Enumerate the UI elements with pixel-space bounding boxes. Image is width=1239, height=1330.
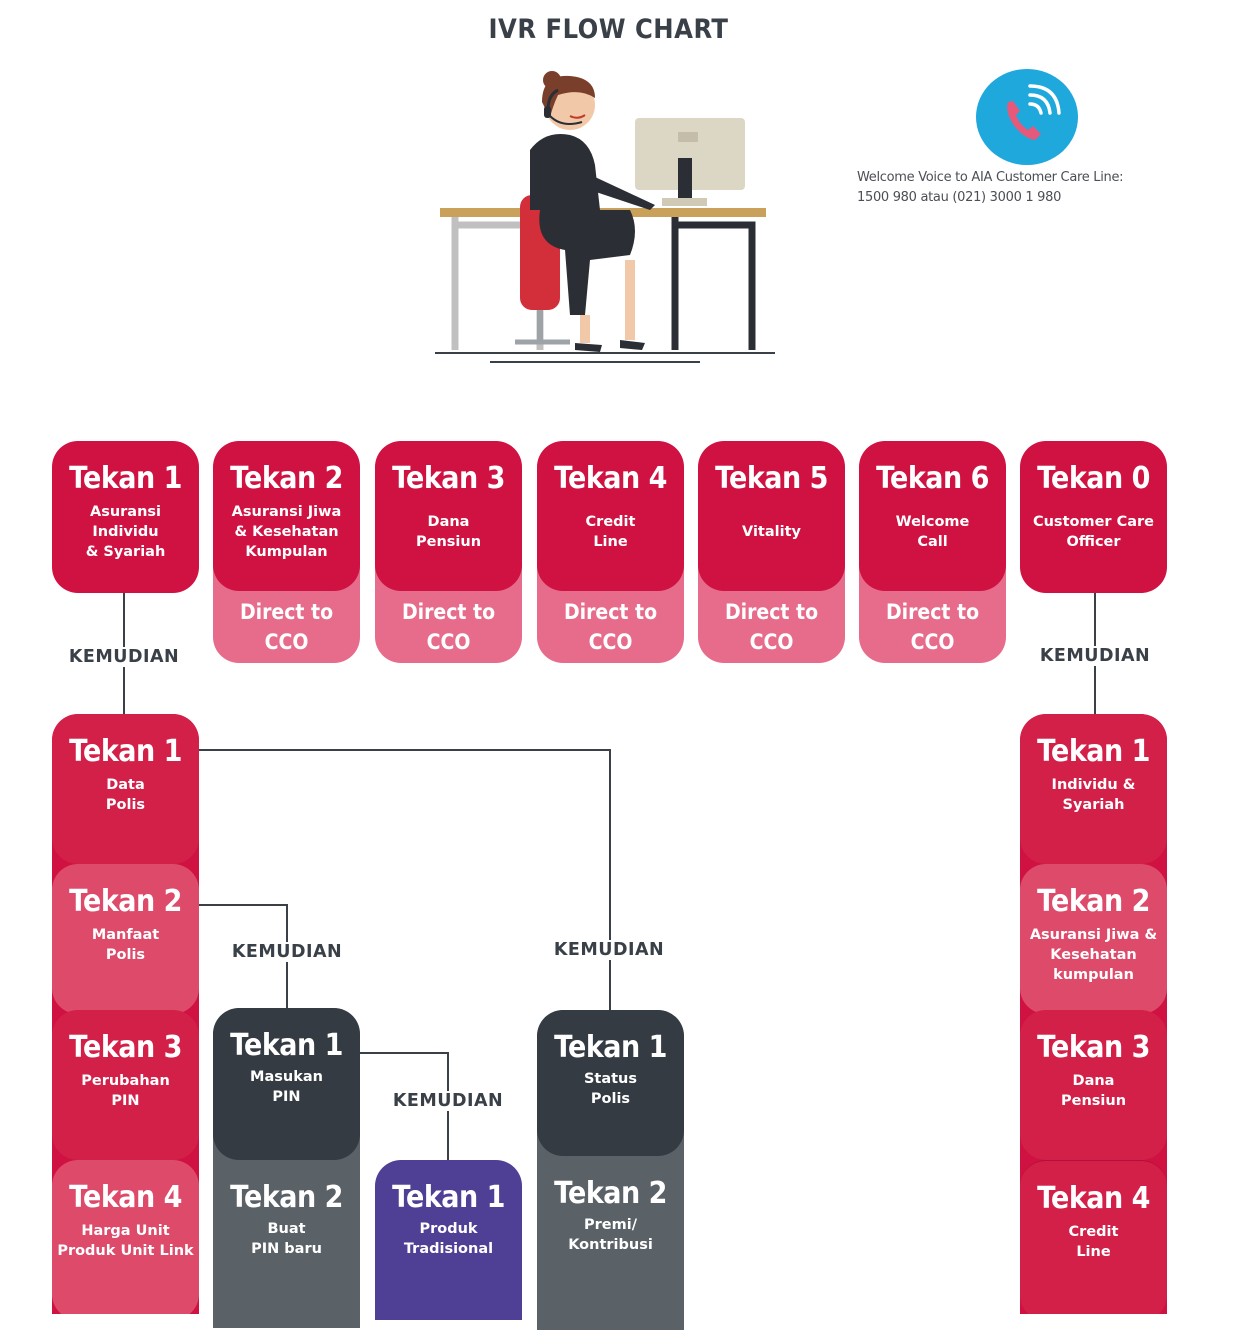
cco-option-2[interactable]: Tekan 2 Asuransi Jiwa & Kesehatan kumpul… (1020, 864, 1167, 1014)
menu-label: Status Polis (583, 1071, 638, 1107)
welcome-line-2: 1500 980 atau (021) 3000 1 980 (857, 190, 1062, 205)
menu-key: Tekan 0 (1037, 461, 1150, 496)
direct-to-cco: Direct to CCO (239, 600, 334, 654)
individu-option-3[interactable]: Tekan 3 Perubahan PIN (52, 1010, 199, 1160)
welcome-text: Welcome Voice to AIA Customer Care Line:… (857, 168, 1124, 208)
phone-ringing-icon (976, 69, 1078, 165)
menu-label: Asuransi Jiwa & Kesehatan Kumpulan (231, 504, 342, 560)
menu-card-tekan-6[interactable]: Tekan 6 Welcome Call Direct to CCO (859, 441, 1006, 663)
status-submenu: Tekan 1 Status Polis Tekan 2 Premi/ Kont… (537, 1010, 684, 1330)
cco-option-3[interactable]: Tekan 3 Dana Pensiun (1020, 1010, 1167, 1160)
cco-option-4[interactable]: Tekan 4 Credit Line (1020, 1160, 1167, 1314)
cco-option-1[interactable]: Tekan 1 Individu & Syariah (1020, 714, 1167, 864)
produk-submenu[interactable]: Tekan 1 Produk Tradisional (375, 1160, 522, 1320)
menu-key: Tekan 1 (554, 1030, 667, 1065)
menu-label: Credit Line (585, 514, 636, 550)
kemudian-label-4: KEMUDIAN (549, 940, 669, 960)
menu-label: Perubahan PIN (81, 1073, 170, 1109)
pin-option-1[interactable]: Tekan 1 Masukan PIN (213, 1008, 360, 1160)
direct-to-cco: Direct to CCO (401, 600, 496, 654)
menu-card-tekan-2[interactable]: Tekan 2 Asuransi Jiwa & Kesehatan Kumpul… (213, 441, 360, 663)
menu-key: Tekan 4 (69, 1180, 182, 1215)
menu-key: Tekan 1 (392, 1180, 505, 1215)
menu-card-tekan-5[interactable]: Tekan 5 Vitality Direct to CCO (698, 441, 845, 663)
individu-option-4[interactable]: Tekan 4 Harga Unit Produk Unit Link (52, 1160, 199, 1314)
individu-option-2[interactable]: Tekan 2 Manfaat Polis (52, 864, 199, 1014)
kemudian-label-5: KEMUDIAN (388, 1091, 508, 1111)
kemudian-label-1: KEMUDIAN (64, 647, 184, 667)
call-center-agent-illustration (435, 71, 775, 363)
menu-card-tekan-0[interactable]: Tekan 0 Customer Care Officer (1020, 441, 1167, 593)
menu-label: Credit Line (1068, 1224, 1119, 1260)
menu-key: Tekan 5 (715, 461, 828, 496)
menu-key: Tekan 1 (69, 734, 182, 769)
menu-label: Vitality (742, 524, 801, 540)
menu-key: Tekan 2 (230, 1180, 343, 1215)
menu-key: Tekan 3 (392, 461, 505, 496)
menu-key: Tekan 2 (69, 884, 182, 919)
menu-key: Tekan 4 (554, 461, 667, 496)
status-option-1[interactable]: Tekan 1 Status Polis (537, 1010, 684, 1156)
menu-label: Welcome Call (895, 514, 970, 550)
pin-submenu: Tekan 1 Masukan PIN Tekan 2 Buat PIN bar… (213, 1008, 360, 1328)
kemudian-label-2: KEMUDIAN (1035, 646, 1155, 666)
individu-submenu: Tekan 1 Data Polis Tekan 2 Manfaat Polis… (52, 714, 199, 1314)
direct-to-cco: Direct to CCO (563, 600, 658, 654)
welcome-line-1: Welcome Voice to AIA Customer Care Line: (857, 170, 1124, 185)
menu-label: Harga Unit Produk Unit Link (57, 1223, 194, 1259)
direct-to-cco: Direct to CCO (724, 600, 819, 654)
menu-key: Tekan 3 (69, 1030, 182, 1065)
menu-label: Produk Tradisional (403, 1221, 494, 1257)
menu-label: Asuransi Individu & Syariah (85, 504, 166, 560)
menu-label: Premi/ Kontribusi (568, 1217, 653, 1253)
menu-key: Tekan 2 (554, 1176, 667, 1211)
individu-option-1[interactable]: Tekan 1 Data Polis (52, 714, 199, 864)
menu-key: Tekan 6 (876, 461, 989, 496)
menu-card-tekan-4[interactable]: Tekan 4 Credit Line Direct to CCO (537, 441, 684, 663)
menu-key: Tekan 4 (1037, 1181, 1150, 1216)
menu-label: Customer Care Officer (1032, 514, 1155, 550)
menu-key: Tekan 1 (69, 461, 182, 496)
menu-label: Data Polis (105, 777, 146, 813)
menu-label: Buat PIN baru (251, 1221, 322, 1257)
menu-label: Asuransi Jiwa & Kesehatan kumpulan (1029, 927, 1158, 983)
menu-card-tekan-1[interactable]: Tekan 1 Asuransi Individu & Syariah (52, 441, 199, 593)
pin-option-2[interactable]: Tekan 2 Buat PIN baru (213, 1160, 360, 1328)
kemudian-label-3: KEMUDIAN (227, 942, 347, 962)
menu-label: Dana Pensiun (1060, 1073, 1127, 1109)
status-option-2[interactable]: Tekan 2 Premi/ Kontribusi (537, 1156, 684, 1326)
menu-label: Masukan PIN (250, 1069, 323, 1105)
menu-key: Tekan 1 (1037, 734, 1150, 769)
direct-to-cco: Direct to CCO (885, 600, 980, 654)
menu-key: Tekan 2 (230, 461, 343, 496)
menu-card-tekan-3[interactable]: Tekan 3 Dana Pensiun Direct to CCO (375, 441, 522, 663)
menu-key: Tekan 3 (1037, 1030, 1150, 1065)
menu-label: Dana Pensiun (415, 514, 482, 550)
connector-lines (123, 593, 1096, 1160)
menu-label: Individu & Syariah (1051, 777, 1136, 813)
menu-key: Tekan 1 (230, 1028, 343, 1063)
menu-label: Manfaat Polis (91, 927, 160, 963)
cco-submenu: Tekan 1 Individu & Syariah Tekan 2 Asura… (1020, 714, 1167, 1314)
menu-key: Tekan 2 (1037, 884, 1150, 919)
page-title: IVR FLOW CHART (488, 14, 729, 45)
